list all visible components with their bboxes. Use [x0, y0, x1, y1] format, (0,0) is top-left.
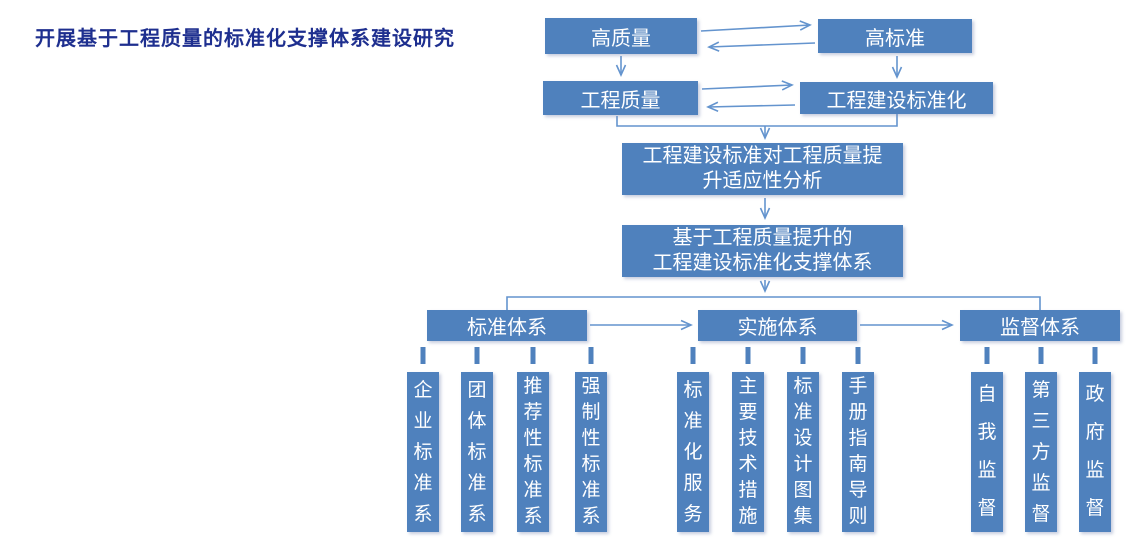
branch-supervision-system: 监督体系: [960, 310, 1120, 341]
node-high-quality: 高质量: [545, 18, 697, 54]
node-high-standard: 高标准: [818, 19, 972, 53]
column-group-standards: 团体标准系: [461, 372, 493, 532]
column-mandatory-standards: 强制性标准系: [575, 372, 607, 532]
node-adaptability-analysis: 工程建设标准对工程质量提 升适应性分析: [622, 143, 903, 195]
support-line-2: 工程建设标准化支撑体系: [652, 252, 873, 274]
bracket-branches: [506, 296, 1041, 310]
arrow-highquality-to-highstandard: [700, 20, 812, 32]
branch-standard-system: 标准体系: [427, 310, 587, 341]
slide-title: 开展基于工程质量的标准化支撑体系建设研究: [35, 28, 455, 50]
column-main-technical-measures: 主要技术措施: [732, 372, 764, 532]
node-support-system: 基于工程质量提升的 工程建设标准化支撑体系: [622, 225, 903, 277]
analysis-line-2: 升适应性分析: [702, 170, 823, 192]
arrow-highstandard-to-highquality: [707, 41, 816, 52]
node-engineering-quality: 工程质量: [543, 81, 698, 115]
arrow-engstd-to-engquality: [706, 101, 796, 113]
bracket-row2-merge: [616, 114, 898, 127]
column-handbook-guidelines: 手册指南导则: [842, 372, 874, 532]
column-third-party-supervision: 第三方监督: [1025, 372, 1057, 532]
support-line-1: 基于工程质量提升的: [672, 227, 853, 249]
column-stubs: [420, 347, 1098, 364]
arrow-engquality-to-engstd: [701, 80, 794, 91]
column-standardization-services: 标准化服务: [677, 372, 709, 532]
column-self-supervision: 自我监督: [971, 372, 1003, 532]
analysis-line-1: 工程建设标准对工程质量提: [642, 145, 883, 167]
node-engineering-standardization: 工程建设标准化: [800, 82, 993, 114]
column-recommended-standards: 推荐性标准系: [517, 372, 549, 532]
column-government-supervision: 政府监督: [1079, 372, 1111, 532]
branch-implementation-system: 实施体系: [698, 310, 857, 341]
column-standard-design-atlas: 标准设计图集: [787, 372, 819, 532]
column-enterprise-standards: 企业标准系: [407, 372, 439, 532]
